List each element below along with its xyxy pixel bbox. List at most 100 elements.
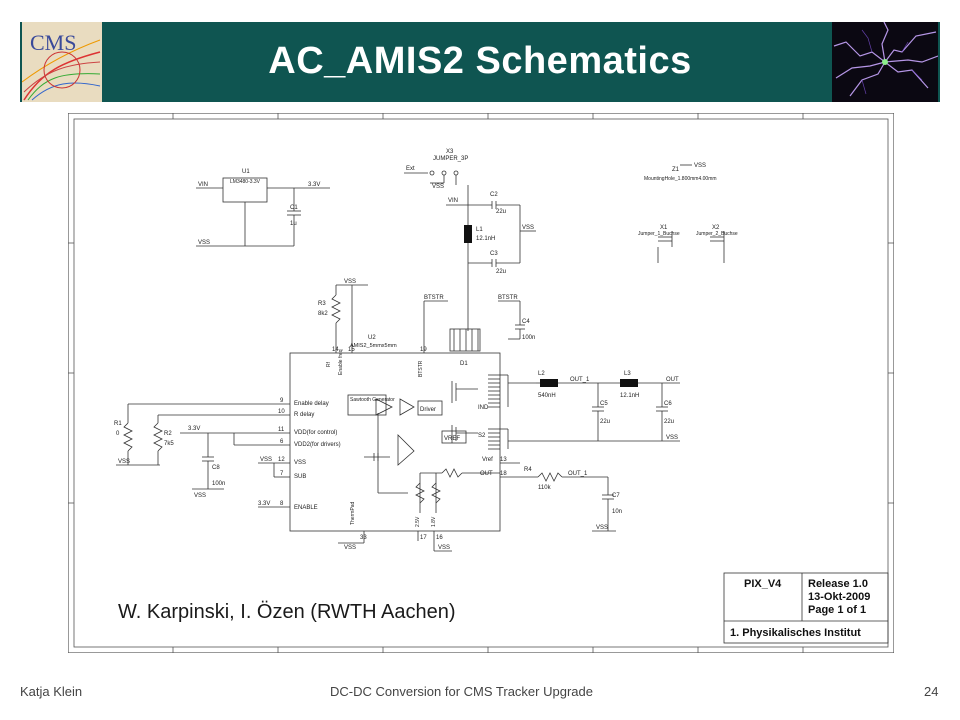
l1-val: 12.1nH	[476, 236, 495, 242]
u2-part: AMIS2_5mmx5mm	[350, 343, 397, 349]
pin-11: 11	[278, 427, 285, 433]
thermpad-label: ThermPad	[350, 501, 356, 525]
pin-9: 9	[280, 398, 284, 404]
pin-r-delay: R delay	[294, 412, 314, 418]
r1-ref: R1	[114, 421, 122, 427]
l3-ref: L3	[624, 371, 631, 377]
c7-val: 10n	[612, 509, 622, 515]
title-banner: AC_AMIS2 Schematics	[20, 22, 940, 102]
footer-page-number: 24	[924, 684, 939, 699]
c1-ref: C1	[290, 205, 298, 211]
c7-vss: VSS	[596, 525, 608, 531]
u2-ref: U2	[368, 335, 376, 341]
pin-14: 14	[332, 347, 339, 353]
title-block	[723, 572, 889, 644]
x2-part: Jumper_2_Buchse	[696, 231, 738, 237]
plasma-photo	[832, 22, 938, 102]
footer-author: Katja Klein	[20, 684, 83, 699]
out-pin: OUT	[480, 471, 493, 477]
u1-vss: VSS	[198, 240, 210, 246]
enable-freq-label: Enable freq	[338, 349, 344, 375]
vref-pin: Vref	[482, 457, 493, 463]
x3-ref: X3	[446, 149, 454, 155]
c1-val: 1u	[290, 221, 297, 227]
pin-vdd-control: VDD(for control)	[294, 430, 337, 436]
pin-vss-net: VSS	[260, 457, 272, 463]
footer-talk-title: DC-DC Conversion for CMS Tracker Upgrade	[330, 684, 593, 699]
schematic-sheet: U1 LM3480-3.3V VIN 3.3V VSS C1 1u X3 JUM…	[68, 113, 894, 653]
driver-block: Driver	[420, 407, 436, 413]
out1-net-2: OUT_1	[568, 471, 588, 477]
c3-vss: VSS	[522, 225, 534, 231]
out-vss: VSS	[666, 435, 678, 441]
byline: W. Karpinski, I. Özen (RWTH Aachen)	[118, 601, 456, 624]
x1-ref: X1	[660, 225, 668, 231]
r2-val: 7k5	[164, 441, 174, 447]
r3-val: 8k2	[318, 311, 328, 317]
pin-vdd2-drivers: VDD2(for drivers)	[294, 442, 341, 448]
title-block-institute: 1. Physikalisches Institut	[730, 627, 861, 639]
d1-ref: D1	[460, 361, 468, 367]
u1-part: LM3480-3.3V	[230, 179, 261, 185]
c5-val: 22u	[600, 419, 610, 425]
pin-16: 16	[436, 535, 443, 541]
z1-ref: Z1	[672, 167, 680, 173]
c8-vss: VSS	[194, 493, 206, 499]
r4-ref: R4	[524, 467, 532, 473]
rf-label: Rf	[326, 361, 332, 367]
btstr-net-1: BTSTR	[424, 295, 444, 301]
pin-33: 33	[360, 535, 367, 541]
c4-ref: C4	[522, 319, 530, 325]
p16-vss: VSS	[438, 545, 450, 551]
z1-part: MountingHole_1.800mm4.00mm	[644, 176, 717, 182]
pin-6: 6	[280, 439, 284, 445]
pin-enable: ENABLE	[294, 505, 318, 511]
vref-block: VREF	[444, 436, 460, 442]
title-block-release: Release 1.0	[808, 578, 868, 590]
v25-label: 2.5V	[415, 516, 421, 527]
z1-vss: VSS	[694, 163, 706, 169]
r2-ref: R2	[164, 431, 172, 437]
u1-vout: 3.3V	[308, 182, 320, 188]
r1-val: 0	[116, 431, 120, 437]
l1-ref: L1	[476, 227, 483, 233]
pin-15: 15	[348, 347, 355, 353]
pin-19: 19	[420, 347, 427, 353]
vin-net: VIN	[448, 198, 458, 204]
c3-val: 22u	[496, 269, 506, 275]
inductors	[464, 225, 638, 387]
thermpad-vss: VSS	[344, 545, 356, 551]
vdd-net: 3.3V	[188, 426, 200, 432]
pin-17: 17	[420, 535, 427, 541]
btstr-pin-label: BTSTR	[418, 360, 424, 377]
x3-ext: Ext	[406, 166, 415, 172]
title-block-sheet: PIX_V4	[744, 578, 782, 590]
logo-text: CMS	[30, 30, 76, 55]
c4-val: 100n	[522, 335, 535, 341]
title-block-date: 13-Okt-2009	[808, 591, 871, 603]
c7-ref: C7	[612, 493, 620, 499]
cms-logo: CMS	[22, 22, 102, 102]
ind-pin: IND	[478, 405, 489, 411]
x1-part: Jumper_1_Buchse	[638, 231, 680, 237]
c8-ref: C8	[212, 465, 220, 471]
enable-net: 3.3V	[258, 501, 270, 507]
x3-part: JUMPER_3P	[433, 156, 468, 162]
r4-val: 110k	[538, 485, 552, 491]
title-block-page: Page 1 of 1	[808, 604, 867, 616]
wires	[116, 164, 725, 552]
btstr-net-2: BTSTR	[498, 295, 518, 301]
pin-vss: VSS	[294, 460, 306, 466]
c6-val: 22u	[664, 419, 674, 425]
pin-7: 7	[280, 471, 284, 477]
c2-ref: C2	[490, 192, 498, 198]
x3-vss: VSS	[432, 184, 444, 190]
c2-val: 22u	[496, 209, 506, 215]
c5-ref: C5	[600, 401, 608, 407]
pin-18: 18	[500, 471, 507, 477]
v18-label: 1.8V	[431, 516, 437, 527]
c6-ref: C6	[664, 401, 672, 407]
out1-net: OUT_1	[570, 377, 590, 383]
c3-ref: C3	[490, 251, 498, 257]
l2-val: 540nH	[538, 393, 556, 399]
